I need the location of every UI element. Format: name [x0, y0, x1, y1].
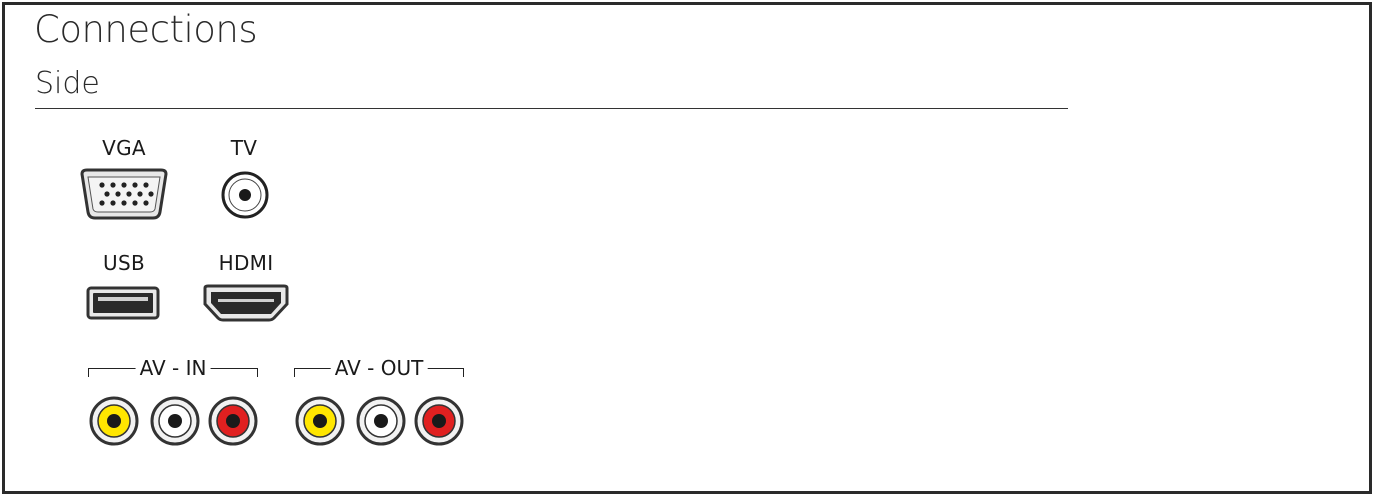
section-divider — [35, 108, 1068, 109]
av-out-audio-left-jack — [355, 395, 407, 447]
av-in-audio-left-jack — [149, 395, 201, 447]
coaxial-antenna-connector-icon — [220, 170, 270, 220]
av-in-video-jack — [88, 395, 140, 447]
rca-jack-icon — [295, 396, 345, 446]
diagram-frame — [2, 2, 1372, 494]
hdmi-connector-icon — [202, 284, 290, 322]
vga-connector-icon — [78, 168, 170, 220]
page-title: Connections — [34, 8, 258, 51]
vga-label: VGA — [102, 136, 146, 160]
rca-jack-icon — [208, 396, 258, 446]
rca-jack-icon — [150, 396, 200, 446]
av-in-audio-right-jack — [207, 395, 259, 447]
av-in-label: AV - IN — [135, 356, 211, 380]
tv-label: TV — [230, 136, 258, 160]
av-out-video-jack — [294, 395, 346, 447]
rca-jack-icon — [414, 396, 464, 446]
av-out-audio-right-jack — [413, 395, 465, 447]
av-out-label: AV - OUT — [330, 356, 428, 380]
hdmi-label: HDMI — [218, 251, 274, 275]
rca-jack-icon — [89, 396, 139, 446]
usb-connector-icon — [86, 286, 160, 320]
section-title: Side — [35, 66, 100, 101]
usb-label: USB — [103, 251, 145, 275]
rca-jack-icon — [356, 396, 406, 446]
